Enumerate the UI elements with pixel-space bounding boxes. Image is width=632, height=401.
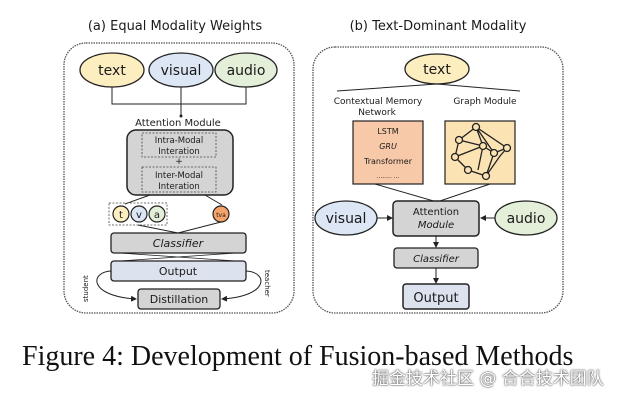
b-input-text-label: text xyxy=(423,62,451,78)
intra-modal-label: Intra-Modal xyxy=(155,136,204,146)
graph-module-label: Graph Module xyxy=(453,97,517,107)
teacher-label: teacher xyxy=(263,270,271,297)
cmn-item-lstm: LSTM xyxy=(377,127,398,136)
cmn-item-more: ........ ... xyxy=(377,173,400,180)
inter-modal-box xyxy=(141,166,217,193)
b-attention-label: Attention xyxy=(413,207,459,218)
junction-dot xyxy=(179,114,183,118)
inputs-connector xyxy=(111,87,247,116)
output-label: Output xyxy=(159,265,198,278)
input-audio: audio xyxy=(214,52,278,88)
plus-sign: + xyxy=(175,157,183,167)
attention-module-box xyxy=(126,129,234,196)
text-branch-lines xyxy=(336,83,521,92)
attention-to-nodes xyxy=(124,194,223,206)
cmn-label: Contextual Memory xyxy=(334,97,423,107)
b-input-audio: audio xyxy=(494,200,558,236)
b-input-visual: visual xyxy=(314,200,378,236)
panel-a-title: (a) Equal Modality Weights xyxy=(88,19,262,34)
b-attention-label-2: Module xyxy=(418,220,454,231)
node-t: t xyxy=(112,205,130,223)
watermark: 掘金技术社区 @ 合合技术团队 xyxy=(372,369,604,389)
modules-to-attention xyxy=(374,183,491,203)
input-text-label: text xyxy=(98,63,126,79)
teacher-arrow xyxy=(221,270,262,302)
intra-modal-label-2: Interation xyxy=(158,147,199,157)
b-input-text: text xyxy=(404,53,470,85)
panel-b-frame xyxy=(312,46,564,314)
cmn-item-transformer: Transformer xyxy=(363,157,413,166)
attention-module-label: Attention Module xyxy=(135,118,221,129)
student-label: student xyxy=(82,275,90,302)
inter-modal-label-2: Interation xyxy=(158,182,199,192)
classifier-label: Classifier xyxy=(153,237,205,250)
b-input-audio-label: audio xyxy=(507,211,546,227)
cmn-box xyxy=(352,120,424,185)
figure-caption: Figure 4: Development of Fusion-based Me… xyxy=(22,341,574,372)
graph-network-icon xyxy=(450,122,512,181)
inter-modal-label: Inter-Modal xyxy=(155,171,203,181)
b-output-box xyxy=(402,283,470,310)
panel-a-frame xyxy=(63,42,295,314)
input-audio-label: audio xyxy=(227,63,266,79)
node-t-label: t xyxy=(119,210,123,221)
input-visual-label: visual xyxy=(161,63,202,79)
input-visual: visual xyxy=(148,52,214,88)
node-a: a xyxy=(148,205,166,223)
b-classifier-label: Classifier xyxy=(413,254,460,265)
distillation-label: Distillation xyxy=(150,293,209,306)
panel-a: (a) Equal Modality Weights text visual a… xyxy=(63,19,295,314)
cmn-item-gru: GRU xyxy=(379,142,397,151)
node-a-label: a xyxy=(154,210,160,221)
input-text: text xyxy=(79,52,145,88)
distillation-box xyxy=(137,288,221,310)
node-tva: tva xyxy=(212,205,230,223)
panel-b: (b) Text-Dominant Modality text Contextu… xyxy=(312,19,564,314)
b-output-label: Output xyxy=(413,291,458,306)
node-v-label: v xyxy=(136,210,142,221)
classifier-box xyxy=(110,232,247,254)
student-arrow xyxy=(96,270,137,302)
b-input-visual-label: visual xyxy=(326,211,367,227)
intra-modal-box xyxy=(141,132,217,158)
panel-b-title: (b) Text-Dominant Modality xyxy=(350,19,527,34)
classifier-to-output xyxy=(119,252,237,262)
cmn-label-2: Network xyxy=(358,108,396,118)
nodes-to-classifier xyxy=(137,221,222,234)
node-tva-label: tva xyxy=(216,212,226,219)
node-v: v xyxy=(130,205,148,223)
